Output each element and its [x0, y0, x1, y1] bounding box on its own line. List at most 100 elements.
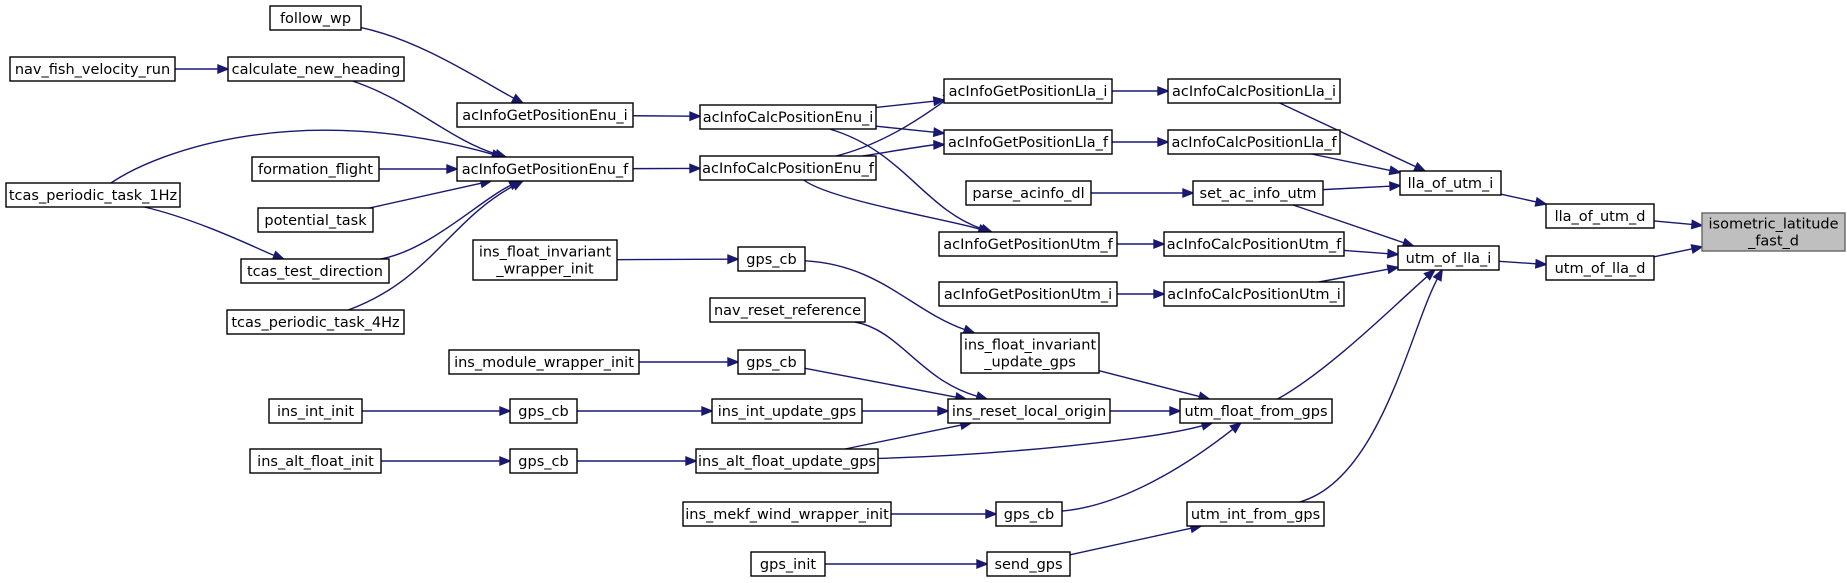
node-box	[456, 156, 634, 182]
node-parse-acinfo-dl[interactable]: parse_acinfo_dl	[965, 180, 1092, 206]
node-ins-alt-float-update-gps[interactable]: ins_alt_float_update_gps	[695, 448, 879, 474]
node-label: ins_module_wrapper_init	[454, 355, 634, 371]
node-gps-cb-inv[interactable]: gps_cb	[737, 246, 806, 272]
node-ac-info-calc-position-enu-f[interactable]: acInfoCalcPositionEnu_f	[699, 155, 877, 181]
node-utm-float-from-gps[interactable]: utm_float_from_gps	[1179, 398, 1333, 424]
edge-set-ac-info-utm-to-lla-of-utm-i	[1322, 181, 1402, 192]
node-utm-of-lla-d[interactable]: utm_of_lla_d	[1545, 255, 1655, 281]
node-set-ac-info-utm[interactable]: set_ac_info_utm	[1192, 180, 1324, 206]
edge-ac-info-get-position-enu-f-to-ac-info-calc-position-enu-f	[632, 163, 702, 174]
node-ac-info-get-position-utm-i[interactable]: acInfoGetPositionUtm_i	[938, 281, 1118, 307]
edge-ins-int-update-gps-to-ins-reset-local-origin	[862, 405, 950, 417]
node-gps-cb-mekf[interactable]: gps_cb	[995, 501, 1063, 527]
edge-potential-task-to-ac-info-get-position-enu-f	[369, 178, 493, 209]
edge-line	[352, 80, 497, 155]
edge-ac-info-calc-position-enu-i-to-ac-info-get-position-lla-i	[875, 96, 946, 109]
node-ins-reset-local-origin[interactable]: ins_reset_local_origin	[947, 398, 1111, 424]
edge-line	[1299, 278, 1438, 503]
node-gps-cb-mod[interactable]: gps_cb	[737, 349, 806, 375]
node-potential-task[interactable]: potential_task	[257, 207, 374, 233]
edge-ins-alt-float-update-gps-to-ins-reset-local-origin	[844, 420, 973, 450]
edge-arrowhead	[1388, 165, 1402, 176]
edge-line	[144, 206, 275, 257]
node-box	[251, 156, 380, 182]
node-label: ins_float_invariant	[479, 245, 612, 261]
node-box	[1701, 212, 1846, 252]
node-label: calculate_new_heading	[232, 62, 401, 78]
node-label: gps_cb	[746, 252, 796, 268]
node-nav-fish-velocity-run[interactable]: nav_fish_velocity_run	[9, 56, 176, 82]
edge-gps-init-to-send-gps	[825, 558, 989, 570]
edge-ac-info-calc-position-enu-f-to-ac-info-get-position-utm-f	[803, 179, 991, 234]
edge-ac-info-get-position-lla-i-to-ac-info-calc-position-lla-i	[1112, 85, 1170, 97]
node-send-gps[interactable]: send_gps	[986, 551, 1071, 577]
node-gps-cb-alt[interactable]: gps_cb	[509, 448, 578, 474]
edge-line	[804, 260, 966, 331]
node-box	[986, 551, 1071, 577]
node-ac-info-calc-position-enu-i[interactable]: acInfoCalcPositionEnu_i	[699, 104, 877, 130]
edge-line	[1318, 268, 1389, 283]
edge-arrowhead	[1169, 405, 1182, 417]
node-utm-of-lla-i[interactable]: utm_of_lla_i	[1397, 245, 1500, 271]
node-ins-int-init[interactable]: ins_int_init	[268, 398, 363, 424]
edge-gps-cb-int-to-ins-int-update-gps	[577, 405, 714, 417]
node-isometric-latitude-fast-d[interactable]: isometric_latitude_fast_d	[1701, 212, 1846, 252]
node-ins-module-wrapper-init[interactable]: ins_module_wrapper_init	[448, 349, 640, 375]
node-label: set_ac_info_utm	[1200, 186, 1317, 202]
node-label: parse_acinfo_dl	[972, 186, 1084, 202]
node-box	[227, 56, 405, 82]
edge-ins-alt-float-init-to-gps-cb-alt	[381, 455, 512, 467]
node-formation-flight[interactable]: formation_flight	[251, 156, 380, 182]
node-lla-of-utm-d[interactable]: lla_of_utm_d	[1545, 203, 1655, 229]
edge-arrowhead	[1229, 421, 1243, 434]
node-box	[1192, 180, 1324, 206]
node-follow-wp[interactable]: follow_wp	[269, 5, 362, 31]
edge-utm-of-lla-i-to-utm-of-lla-d	[1498, 258, 1548, 269]
node-ac-info-calc-position-utm-i[interactable]: acInfoCalcPositionUtm_i	[1163, 281, 1345, 307]
node-label: acInfoCalcPositionEnu_i	[703, 110, 874, 126]
node-nav-reset-reference[interactable]: nav_reset_reference	[709, 297, 866, 323]
node-ins-mekf-wind-wrapper-init[interactable]: ins_mekf_wind_wrapper_init	[682, 501, 892, 527]
node-box	[1167, 129, 1341, 155]
node-calculate-new-heading[interactable]: calculate_new_heading	[227, 56, 405, 82]
edge-line	[844, 424, 962, 450]
node-ins-alt-float-init[interactable]: ins_alt_float_init	[249, 448, 382, 474]
edge-nav-reset-reference-to-ins-reset-local-origin	[854, 321, 989, 401]
node-ac-info-get-position-enu-f[interactable]: acInfoGetPositionEnu_f	[456, 156, 634, 182]
node-tcas-periodic-task-1hz[interactable]: tcas_periodic_task_1Hz	[5, 182, 181, 208]
node-ins-float-invariant-wrapper-init[interactable]: ins_float_invariant_wrapper_init	[472, 239, 618, 281]
edge-ac-info-get-position-utm-i-to-ac-info-calc-position-utm-i	[1117, 288, 1166, 300]
node-ac-info-calc-position-lla-f[interactable]: acInfoCalcPositionLla_f	[1167, 129, 1341, 155]
node-ac-info-calc-position-utm-f[interactable]: acInfoCalcPositionUtm_f	[1163, 231, 1345, 257]
node-ac-info-get-position-lla-f[interactable]: acInfoGetPositionLla_f	[943, 129, 1113, 155]
node-utm-int-from-gps[interactable]: utm_int_from_gps	[1186, 501, 1325, 527]
node-ac-info-get-position-lla-i[interactable]: acInfoGetPositionLla_i	[943, 78, 1113, 104]
edge-send-gps-to-utm-int-from-gps	[1069, 523, 1203, 556]
node-ac-info-calc-position-lla-i[interactable]: acInfoCalcPositionLla_i	[1167, 78, 1341, 104]
node-label: gps_cb	[746, 355, 796, 371]
node-label: ins_alt_float_update_gps	[698, 454, 876, 470]
node-ins-float-invariant-update-gps[interactable]: ins_float_invariant_update_gps	[960, 332, 1100, 374]
node-lla-of-utm-i[interactable]: lla_of_utm_i	[1399, 170, 1502, 196]
node-tcas-periodic-task-4hz[interactable]: tcas_periodic_task_4Hz	[226, 309, 405, 335]
edge-ins-mekf-wind-wrapper-init-to-gps-cb-mekf	[891, 508, 998, 520]
node-ac-info-get-position-enu-i[interactable]: acInfoGetPositionEnu_i	[456, 102, 634, 128]
node-gps-init[interactable]: gps_init	[750, 551, 826, 577]
node-label: acInfoGetPositionEnu_f	[462, 162, 629, 178]
node-box	[750, 551, 826, 577]
edge-arrowhead	[1153, 238, 1166, 250]
node-tcas-test-direction[interactable]: tcas_test_direction	[240, 258, 390, 284]
node-box	[269, 5, 362, 31]
node-box	[1163, 281, 1345, 307]
node-label: gps_cb	[518, 454, 568, 470]
node-label: ins_int_init	[277, 404, 354, 420]
node-ins-int-update-gps[interactable]: ins_int_update_gps	[711, 398, 863, 424]
node-label: isometric_latitude	[1708, 217, 1838, 233]
node-gps-cb-int[interactable]: gps_cb	[509, 398, 578, 424]
edge-ins-module-wrapper-init-to-gps-cb-mod	[639, 356, 740, 368]
node-ac-info-get-position-utm-f[interactable]: acInfoGetPositionUtm_f	[938, 231, 1118, 257]
edge-arrowhead	[727, 356, 740, 368]
edge-line	[829, 128, 983, 230]
edge-utm-of-lla-d-to-isometric-latitude-fast-d	[1653, 244, 1704, 258]
edge-nav-fish-velocity-run-to-calculate-new-heading	[175, 63, 230, 75]
